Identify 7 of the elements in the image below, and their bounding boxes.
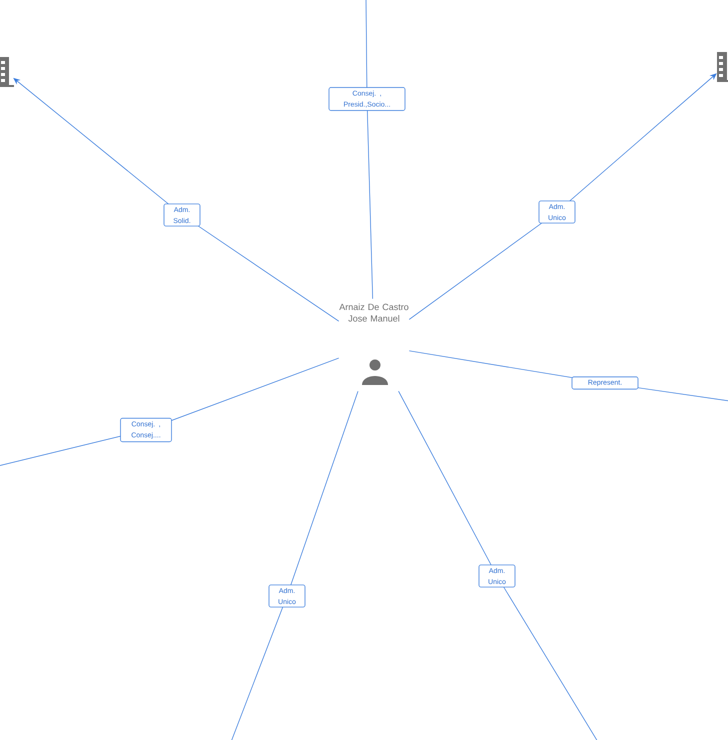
connector-line	[366, 0, 374, 300]
building-icon	[0, 57, 14, 87]
connector-line	[398, 390, 598, 740]
node-label: Arnaiz De Castro Jose Manuel	[339, 304, 408, 322]
person-node: Arnaiz De Castro Jose Manuel	[339, 304, 408, 385]
connector-line	[230, 390, 358, 740]
building-icon	[717, 52, 728, 82]
